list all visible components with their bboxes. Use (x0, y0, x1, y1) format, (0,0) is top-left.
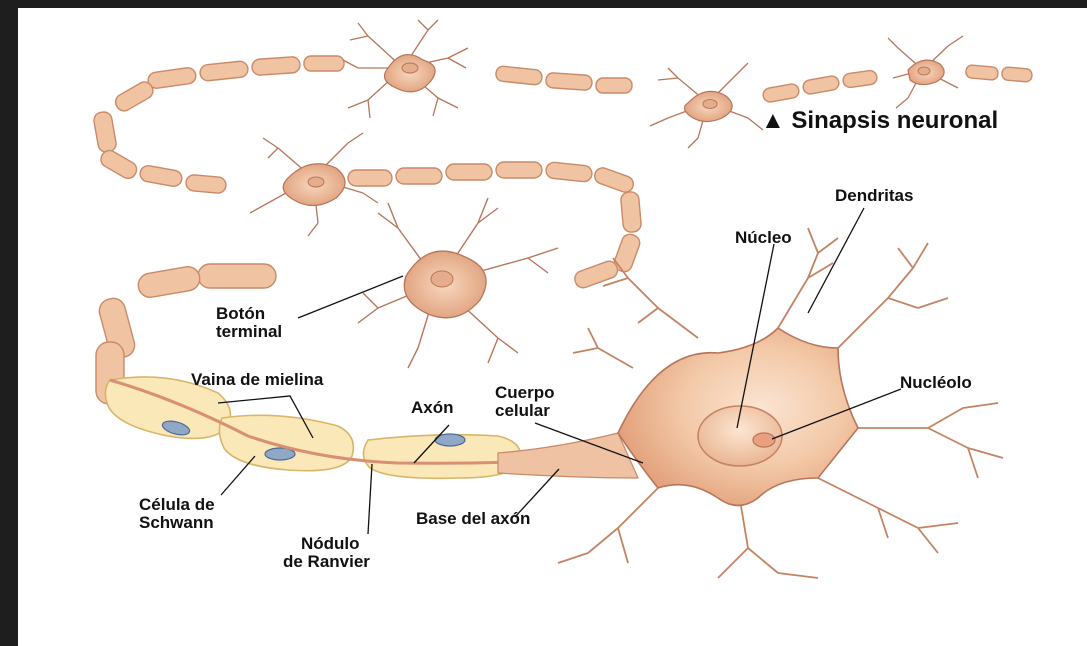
label-schwann-1: Célula de (139, 495, 215, 514)
label-ranvier-1: Nódulo (301, 534, 360, 553)
nucleolus-shape (753, 433, 775, 447)
figure-canvas: ▲ Sinapsis neuronal Dendritas Núcleo Nuc… (18, 8, 1087, 646)
axon-hillock-shape (498, 433, 638, 478)
label-axon: Axón (411, 398, 454, 417)
label-synapse: ▲ Sinapsis neuronal (761, 107, 998, 134)
label-dendrites: Dendritas (835, 186, 913, 205)
label-cell-body-2: celular (495, 401, 550, 420)
label-schwann-2: Schwann (139, 513, 214, 532)
label-nucleolus: Nucléolo (900, 373, 972, 392)
label-terminal-button-2: terminal (216, 322, 282, 341)
label-ranvier-2: de Ranvier (283, 552, 370, 571)
label-terminal-button-1: Botón (216, 304, 265, 323)
neuron-middle (358, 198, 558, 368)
label-axon-hillock: Base del axón (416, 509, 530, 528)
label-myelin-sheath: Vaina de mielina (191, 370, 324, 389)
label-cell-body-1: Cuerpo (495, 383, 555, 402)
label-nucleus: Núcleo (735, 228, 792, 247)
neuron-diagram: ▲ Sinapsis neuronal Dendritas Núcleo Nuc… (18, 8, 1087, 646)
